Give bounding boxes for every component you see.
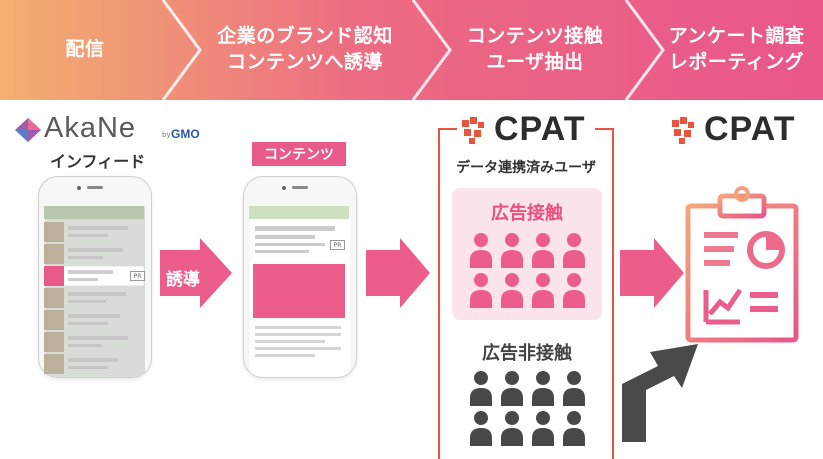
not-contacted-user-icon: [563, 411, 585, 446]
content-ad-banner: [253, 264, 345, 318]
cpat-logo: CPAT: [494, 110, 586, 148]
cpat-logo-right: CPAT: [704, 110, 796, 148]
contacted-user-icon: [470, 233, 492, 268]
akane-by: by: [162, 131, 171, 139]
content-badge: コンテンツ: [252, 142, 346, 166]
infeed-ad-thumbnail: [44, 266, 64, 286]
contacted-label: 広告接触: [491, 203, 563, 224]
step-4: アンケート調査 レポーティング: [650, 0, 823, 100]
step-4-line2: レポーティング: [668, 51, 805, 73]
phone-speaker: [87, 186, 103, 189]
content-pr-label: PR: [330, 240, 345, 250]
akane-subtitle: インフィード: [50, 152, 146, 171]
cpat-frame: [438, 128, 614, 459]
not-contacted-user-icon: [470, 411, 492, 446]
contacted-users: [470, 233, 585, 308]
contacted-user-icon: [532, 273, 554, 308]
contacted-user-icon: [532, 233, 554, 268]
phone-camera: [282, 186, 286, 190]
step-3-line1: コンテンツ接触: [466, 25, 604, 48]
cpat-extract-title: データ連携済みユーザ: [456, 160, 596, 176]
step-4-line1: アンケート調査: [668, 25, 805, 48]
guide-arrow: [160, 238, 232, 308]
step-1-line1: 配信: [65, 38, 105, 61]
contacted-user-icon: [501, 233, 523, 268]
not-contacted-users: [470, 371, 585, 446]
content-page: [249, 206, 349, 357]
step-3: コンテンツ接触 ユーザ抽出: [440, 0, 630, 100]
extract-arrow: [366, 238, 430, 308]
not-contacted-label: 広告非接触: [482, 343, 572, 364]
step-2-line2: コンテンツへ誘導: [226, 51, 383, 73]
cpat-logo-icon: [462, 117, 484, 144]
phone-camera: [77, 186, 81, 190]
not-contacted-user-icon: [501, 371, 523, 406]
step-3-line2: ユーザ抽出: [486, 51, 584, 73]
contacted-user-icon: [563, 233, 585, 268]
guide-label: 誘導: [166, 270, 200, 290]
not-contacted-user-icon: [563, 371, 585, 406]
not-contacted-user-icon: [470, 371, 492, 406]
step-2-line1: 企業のブランド認知: [217, 25, 393, 48]
akane-logo-icon: [15, 118, 41, 142]
infeed-list: [44, 206, 144, 374]
contacted-user-icon: [470, 273, 492, 308]
non-contact-arrow: [622, 344, 698, 442]
report-arrow: [620, 238, 684, 308]
phone-speaker: [292, 186, 308, 189]
report-clipboard-icon: [685, 186, 799, 343]
gmo-logo: GMO: [171, 127, 200, 141]
not-contacted-user-icon: [532, 371, 554, 406]
step-2: 企業のブランド認知 コンテンツへ誘導: [190, 0, 420, 100]
not-contacted-user-icon: [501, 411, 523, 446]
akane-brand: AkaNe: [44, 112, 137, 144]
process-steps-banner: [0, 0, 823, 100]
contacted-user-icon: [501, 273, 523, 308]
contacted-user-icon: [563, 273, 585, 308]
step-1: 配信: [0, 0, 170, 100]
not-contacted-user-icon: [532, 411, 554, 446]
infeed-pr-label: PR: [130, 271, 145, 281]
cpat-logo-icon-right: [672, 117, 694, 144]
